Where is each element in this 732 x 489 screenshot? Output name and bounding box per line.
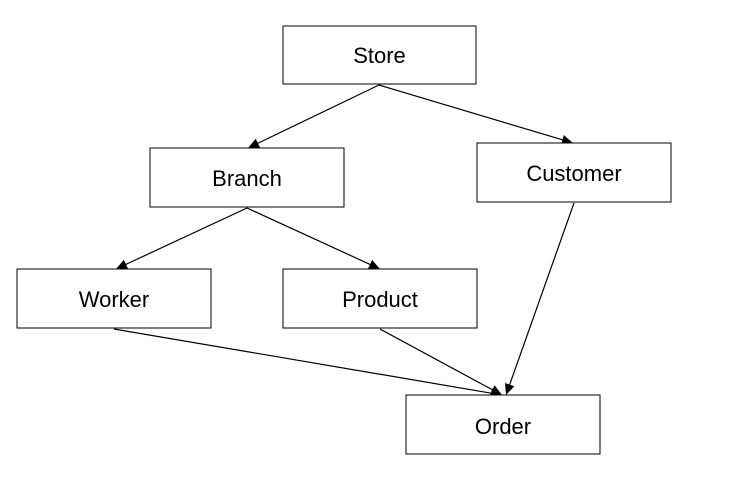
node-worker-box xyxy=(16,268,212,329)
edge-line xyxy=(113,328,492,394)
arrowhead-icon xyxy=(248,138,261,148)
arrowhead-icon xyxy=(505,383,515,395)
node-product-box xyxy=(282,268,478,329)
arrowhead-icon xyxy=(367,259,380,269)
edges-layer xyxy=(113,84,575,399)
node-customer-label: Customer xyxy=(526,161,621,186)
edge-line xyxy=(246,207,371,265)
node-store-label: Store xyxy=(353,43,406,68)
arrowhead-icon xyxy=(116,259,129,269)
edge-line xyxy=(125,207,248,265)
node-product-label: Product xyxy=(342,287,418,312)
node-branch-label: Branch xyxy=(212,166,282,191)
arrowhead-icon xyxy=(489,385,502,395)
node-store: Store xyxy=(282,25,477,85)
edge-branch-to-worker xyxy=(116,207,248,269)
edge-line xyxy=(378,84,563,141)
node-worker: Worker xyxy=(16,268,212,329)
node-worker-label: Worker xyxy=(79,287,150,312)
node-product: Product xyxy=(282,268,478,329)
node-order: Order xyxy=(405,394,601,455)
edge-product-to-order xyxy=(379,328,502,395)
node-order-box xyxy=(405,394,601,455)
node-branch-box xyxy=(149,147,345,208)
edge-line xyxy=(509,202,575,385)
arrowhead-icon xyxy=(561,135,573,145)
edge-customer-to-order xyxy=(505,202,575,395)
edge-branch-to-product xyxy=(246,207,380,269)
edge-store-to-customer xyxy=(378,84,573,145)
node-customer-box xyxy=(476,142,672,203)
node-store-box xyxy=(282,25,477,85)
edge-store-to-branch xyxy=(248,84,380,148)
node-customer: Customer xyxy=(476,142,672,203)
node-order-label: Order xyxy=(475,414,531,439)
node-branch: Branch xyxy=(149,147,345,208)
edge-line xyxy=(257,84,380,144)
edge-line xyxy=(379,328,493,391)
